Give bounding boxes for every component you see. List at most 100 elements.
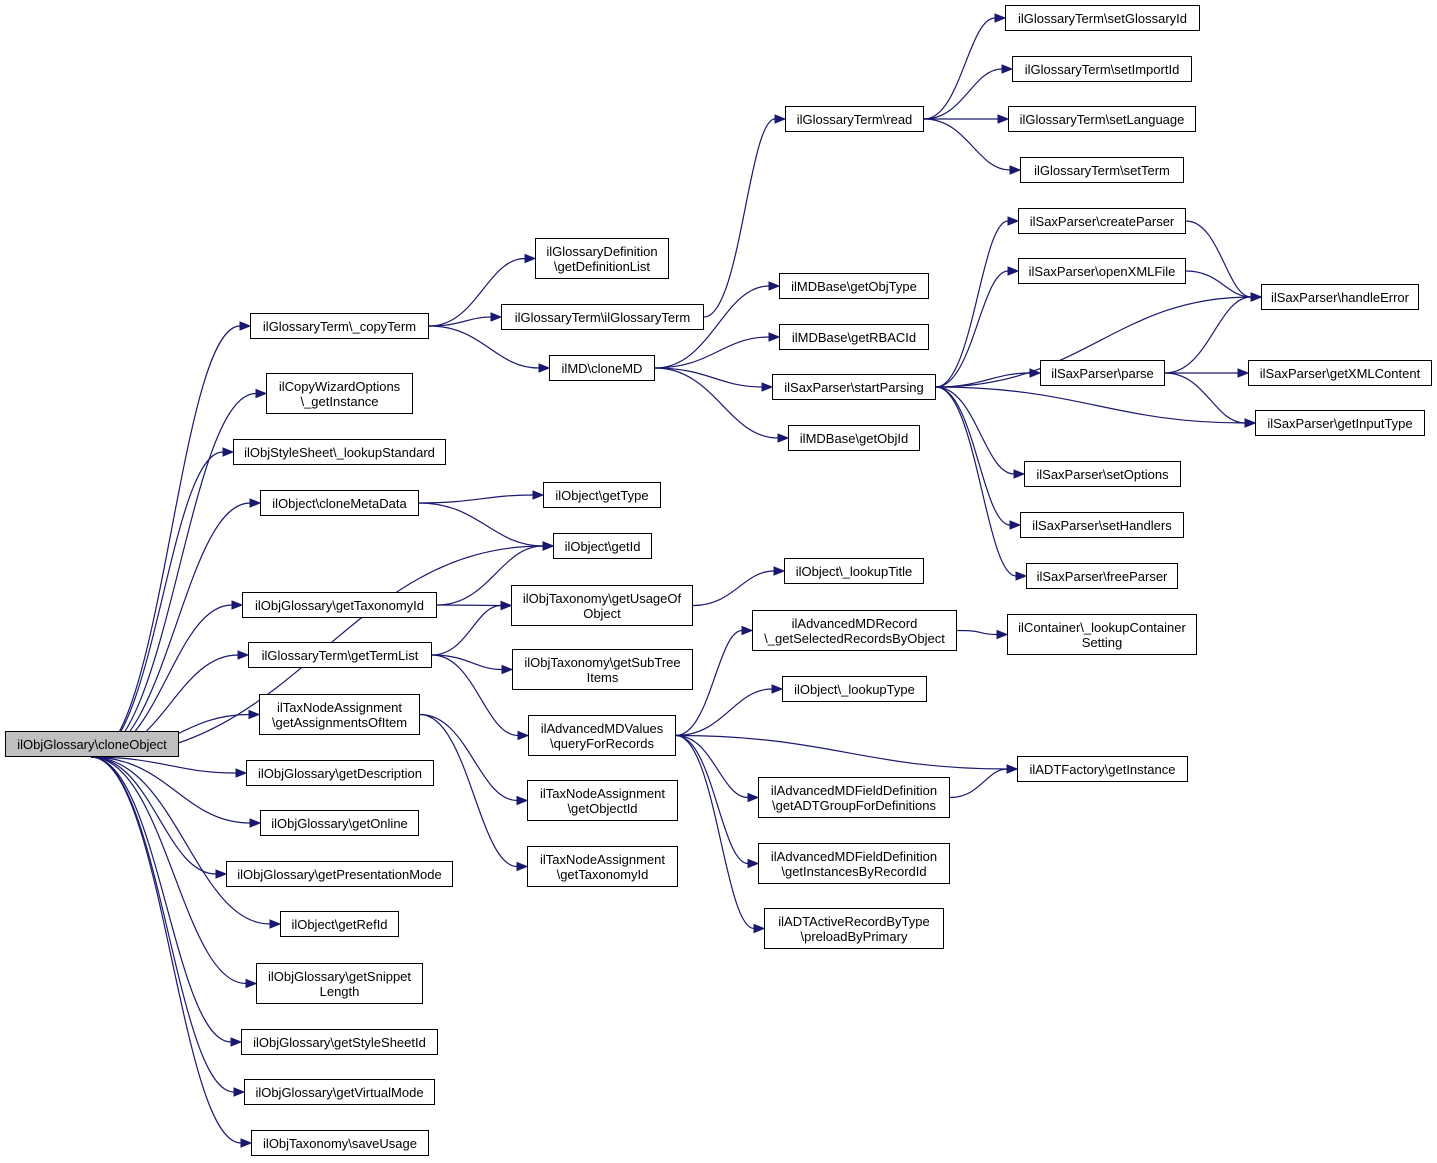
- call-edge: [949, 768, 1008, 799]
- edge-arrowhead: [237, 650, 250, 660]
- node-getSubTreeItems[interactable]: ilObjTaxonomy\getSubTree Items: [512, 649, 693, 690]
- edge-arrowhead: [773, 566, 786, 576]
- edge-arrowhead: [1007, 266, 1020, 276]
- call-edge: [923, 68, 1003, 120]
- node-startParsing[interactable]: ilSaxParser\startParsing: [772, 374, 936, 400]
- node-setImportId[interactable]: ilGlossaryTerm\setImportId: [1012, 56, 1192, 82]
- edge-arrowhead: [771, 684, 784, 694]
- edge-arrowhead: [1237, 368, 1250, 378]
- call-edge: [1164, 296, 1252, 374]
- node-setTerm[interactable]: ilGlossaryTerm\setTerm: [1020, 157, 1184, 183]
- node-md-getObjId[interactable]: ilMDBase\getObjId: [788, 425, 920, 451]
- node-getUsageOfObject[interactable]: ilObjTaxonomy\getUsageOf Object: [511, 585, 693, 626]
- edge-arrowhead: [774, 114, 787, 124]
- edge-arrowhead: [249, 498, 262, 508]
- node-parse[interactable]: ilSaxParser\parse: [1040, 360, 1165, 386]
- edge-arrowhead: [538, 363, 551, 373]
- node-ilGlossaryTerm-ctor[interactable]: ilGlossaryTerm\ilGlossaryTerm: [501, 304, 704, 330]
- node-getInstancesByRecordId[interactable]: ilAdvancedMDFieldDefinition \getInstance…: [758, 843, 950, 884]
- node-freeParser[interactable]: ilSaxParser\freeParser: [1026, 563, 1178, 589]
- node-preloadByPrimary[interactable]: ilADTActiveRecordByType \preloadByPrimar…: [764, 908, 944, 949]
- call-edge: [935, 386, 1017, 577]
- node-setHandlers[interactable]: ilSaxParser\setHandlers: [1020, 512, 1184, 538]
- call-edge: [90, 502, 251, 758]
- node-getAssignmentsOfItem[interactable]: ilTaxNodeAssignment \getAssignmentsOfIte…: [259, 694, 420, 735]
- call-edge: [90, 756, 271, 925]
- node-getTermList[interactable]: ilGlossaryTerm\getTermList: [248, 642, 432, 668]
- node-setGlossaryId[interactable]: ilGlossaryTerm\setGlossaryId: [1005, 5, 1200, 31]
- edge-arrowhead: [240, 1138, 253, 1148]
- node-objGlossary-getTaxonomyId[interactable]: ilObjGlossary\getTaxonomyId: [242, 592, 437, 618]
- node-adt-getInstance[interactable]: ilADTFactory\getInstance: [1017, 756, 1188, 782]
- node-tax-getTaxonomyId[interactable]: ilTaxNodeAssignment \getTaxonomyId: [527, 846, 678, 887]
- node-getType[interactable]: ilObject\getType: [543, 482, 661, 508]
- node-getDefinitionList[interactable]: ilGlossaryDefinition \getDefinitionList: [535, 238, 669, 279]
- call-edge: [419, 713, 518, 868]
- call-edge: [675, 734, 749, 865]
- node-getVirtualMode[interactable]: ilObjGlossary\getVirtualMode: [244, 1079, 435, 1105]
- call-edge: [90, 756, 251, 824]
- edge-arrowhead: [490, 312, 503, 322]
- node-term-read[interactable]: ilGlossaryTerm\read: [785, 106, 924, 132]
- node-getSelectedRecordsByObject[interactable]: ilAdvancedMDRecord \_getSelectedRecordsB…: [752, 610, 957, 651]
- node-getOnline[interactable]: ilObjGlossary\getOnline: [260, 810, 419, 836]
- call-edge: [654, 367, 763, 388]
- node-getRefId[interactable]: ilObject\getRefId: [280, 911, 399, 937]
- node-saveUsage[interactable]: ilObjTaxonomy\saveUsage: [251, 1130, 429, 1156]
- node-getInputType[interactable]: ilSaxParser\getInputType: [1255, 410, 1425, 436]
- node-cw-getInstance[interactable]: ilCopyWizardOptions \_getInstance: [266, 373, 413, 414]
- call-edge: [436, 545, 544, 606]
- edge-arrowhead: [994, 13, 1007, 23]
- node-cloneMD[interactable]: ilMD\cloneMD: [549, 355, 655, 381]
- edge-arrowhead: [1015, 571, 1028, 581]
- edge-arrowhead: [233, 1087, 246, 1097]
- edge-arrowhead: [532, 490, 545, 500]
- node-getSnippetLength[interactable]: ilObjGlossary\getSnippet Length: [256, 963, 423, 1004]
- edge-arrowhead: [500, 600, 513, 611]
- node-setOptions[interactable]: ilSaxParser\setOptions: [1024, 461, 1181, 487]
- node-lookupTitle[interactable]: ilObject\_lookupTitle: [784, 558, 924, 584]
- call-edge: [431, 654, 519, 737]
- edge-arrowhead: [239, 321, 252, 331]
- edge-arrowhead: [747, 858, 760, 869]
- node-cloneMetaData[interactable]: ilObject\cloneMetaData: [260, 490, 419, 516]
- node-getStyleSheetId[interactable]: ilObjGlossary\getStyleSheetId: [241, 1029, 438, 1055]
- node-lookupType[interactable]: ilObject\_lookupType: [782, 676, 927, 702]
- node-getADTGroupForDefinitions[interactable]: ilAdvancedMDFieldDefinition \getADTGroup…: [758, 777, 950, 818]
- edge-arrowhead: [1009, 165, 1022, 175]
- node-copyTerm[interactable]: ilGlossaryTerm\_copyTerm: [250, 313, 429, 339]
- node-tax-getObjectId[interactable]: ilTaxNodeAssignment \getObjectId: [527, 780, 678, 821]
- node-handleError[interactable]: ilSaxParser\handleError: [1261, 284, 1419, 310]
- edge-arrowhead: [747, 792, 760, 803]
- call-edge: [419, 713, 518, 802]
- edge-arrowhead: [517, 730, 530, 741]
- call-edge: [90, 756, 242, 1144]
- node-getPresentationMode[interactable]: ilObjGlossary\getPresentationMode: [226, 861, 453, 887]
- node-md-getRBACId[interactable]: ilMDBase\getRBACId: [779, 324, 929, 350]
- edge-arrowhead: [753, 923, 766, 934]
- call-edge: [1185, 220, 1252, 298]
- node-md-getObjType[interactable]: ilMDBase\getObjType: [779, 273, 929, 299]
- edge-arrowhead: [1244, 418, 1257, 428]
- call-edge: [418, 502, 544, 547]
- edge-arrowhead: [996, 629, 1009, 640]
- node-getDescription[interactable]: ilObjGlossary\getDescription: [246, 760, 434, 786]
- edge-arrowhead: [255, 388, 268, 399]
- call-edge: [956, 629, 998, 636]
- node-root-cloneObject[interactable]: ilObjGlossary\cloneObject: [5, 731, 179, 757]
- edge-arrowhead: [542, 541, 555, 551]
- edge-arrowhead: [761, 382, 774, 392]
- node-getXMLContent[interactable]: ilSaxParser\getXMLContent: [1248, 360, 1432, 386]
- call-edge: [692, 570, 775, 607]
- call-edge: [428, 257, 526, 327]
- node-getId[interactable]: ilObject\getId: [553, 533, 652, 559]
- node-createParser[interactable]: ilSaxParser\createParser: [1018, 208, 1186, 234]
- node-lookupStandard[interactable]: ilObjStyleSheet\_lookupStandard: [233, 439, 446, 465]
- node-queryForRecords[interactable]: ilAdvancedMDValues \queryForRecords: [528, 715, 676, 756]
- call-edge: [675, 734, 755, 930]
- node-lookupContainerSetting[interactable]: ilContainer\_lookupContainer Setting: [1007, 614, 1197, 655]
- node-setLanguage[interactable]: ilGlossaryTerm\setLanguage: [1008, 106, 1196, 132]
- edge-arrowhead: [524, 253, 537, 264]
- node-openXMLFile[interactable]: ilSaxParser\openXMLFile: [1018, 258, 1186, 284]
